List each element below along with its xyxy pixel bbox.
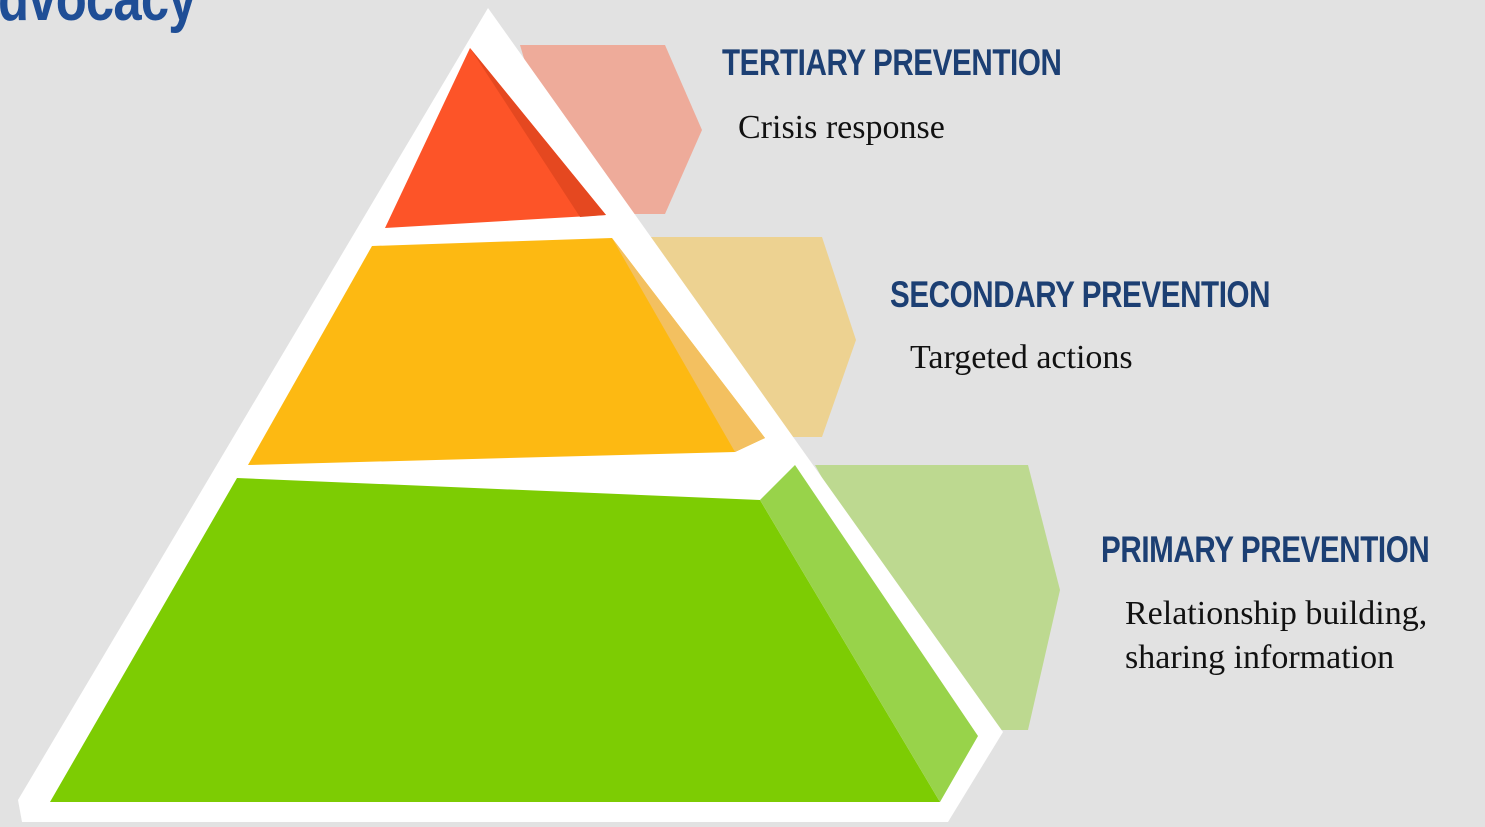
primary-tab (815, 465, 1060, 730)
primary-description-line-2: sharing information (1125, 639, 1395, 676)
tertiary-description: Crisis response (738, 109, 945, 146)
primary-description-line-1: Relationship building, (1125, 595, 1428, 632)
secondary-segment (248, 238, 765, 465)
secondary-segment-shade (612, 238, 765, 452)
tertiary-segment (385, 48, 606, 228)
secondary-heading: SECONDARY PREVENTION (890, 274, 1271, 315)
secondary-description: Targeted actions (910, 339, 1133, 376)
slide-title: dvocacy (0, 0, 197, 35)
primary-heading: PRIMARY PREVENTION (1101, 529, 1430, 570)
tertiary-heading: TERTIARY PREVENTION (722, 42, 1062, 83)
secondary-tab (650, 237, 856, 437)
primary-segment-shade (760, 465, 978, 802)
primary-segment (50, 478, 940, 802)
tertiary-segment-shade (470, 48, 606, 217)
